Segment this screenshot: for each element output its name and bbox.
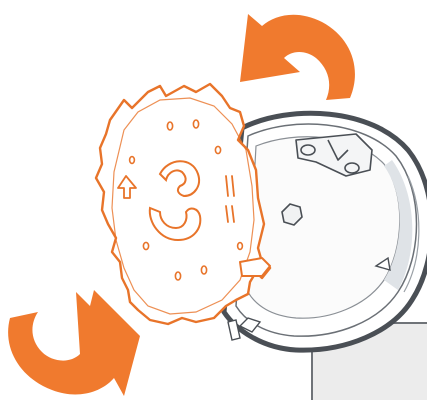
rotate-arrow-bottom [8,290,140,396]
rotate-arrow-icon [240,14,355,100]
rotate-arrow-icon [8,290,140,396]
mounting-plate [96,84,270,324]
mounting-plate-outline [96,84,270,324]
rotate-arrow-top [240,14,355,100]
